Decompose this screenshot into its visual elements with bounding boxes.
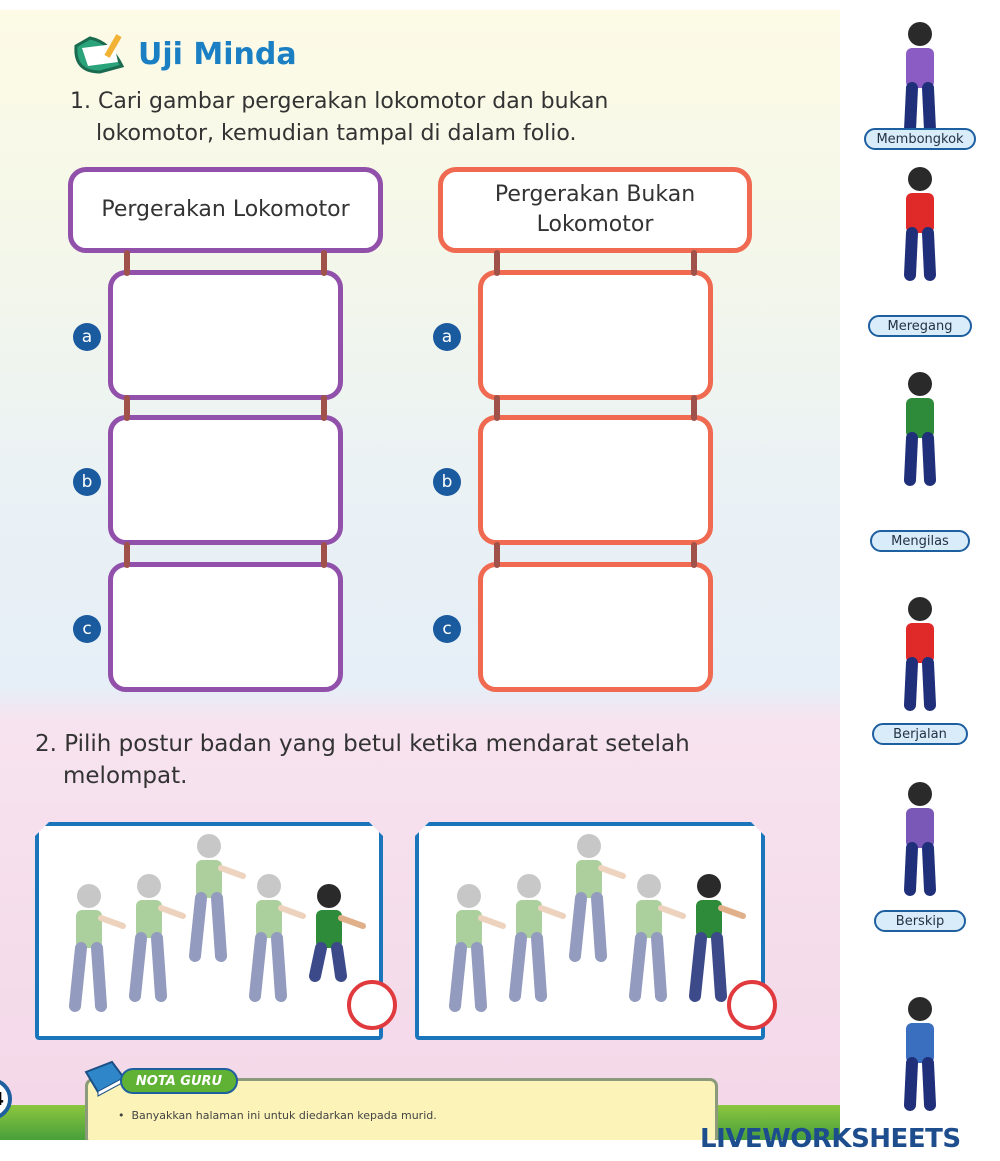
q1-line1: 1. Cari gambar pergerakan lokomotor dan …: [70, 89, 609, 114]
ring-connector: [494, 395, 500, 421]
notebook-pencil-icon: [74, 34, 125, 74]
child-figure: [515, 874, 563, 996]
child-figure: [195, 834, 243, 956]
question-1: 1. Cari gambar pergerakan lokomotor dan …: [70, 86, 608, 150]
ring-connector: [691, 542, 697, 568]
movement-label: Membongkok: [864, 128, 976, 150]
paste-frame-c[interactable]: [478, 562, 713, 692]
letter-c: c: [73, 615, 101, 643]
ring-connector: [124, 542, 130, 568]
liveworksheets-logo: LIVEWORKSHEETS: [700, 1124, 961, 1154]
paste-frame-b[interactable]: [108, 415, 343, 545]
letter-b: b: [433, 468, 461, 496]
answer-circle-2[interactable]: [727, 980, 777, 1030]
nota-guru-badge: NOTA GURU: [120, 1068, 238, 1094]
q1-line2: lokomotor, kemudian tampal di dalam foli…: [96, 121, 577, 146]
child-figure: [315, 884, 363, 976]
paste-frame-a[interactable]: [478, 270, 713, 400]
title-text: Uji Minda: [138, 36, 297, 72]
ring-connector: [494, 542, 500, 568]
letter-b: b: [73, 468, 101, 496]
label-bukan-lokomotor: Pergerakan Bukan Lokomotor: [438, 167, 752, 253]
jump-sequence-stand-image: [419, 826, 759, 1036]
ring-connector: [321, 395, 327, 421]
paste-frame-b[interactable]: [478, 415, 713, 545]
letter-c: c: [433, 615, 461, 643]
child-figure: [255, 874, 303, 996]
ring-connector: [494, 250, 500, 276]
ring-connector: [691, 395, 697, 421]
movement-label: Meregang: [868, 315, 972, 337]
landing-option-2: [415, 822, 765, 1040]
movement-image[interactable]: [840, 370, 1000, 490]
ring-connector: [321, 250, 327, 276]
child-figure: [75, 884, 123, 1006]
movement-label: Mengilas: [870, 530, 970, 552]
ring-connector: [124, 395, 130, 421]
movement-image[interactable]: [840, 165, 1000, 285]
movement-image[interactable]: [840, 780, 1000, 900]
teacher-note-body: Banyakkan halaman ini untuk diedarkan ke…: [131, 1109, 437, 1122]
child-figure: [635, 874, 683, 996]
ring-connector: [691, 250, 697, 276]
logo-text: LIVEWORKSHEETS: [700, 1124, 961, 1154]
movement-image[interactable]: [840, 995, 1000, 1115]
jump-sequence-crouch-image: [39, 826, 379, 1036]
landing-option-1: [35, 822, 383, 1040]
child-figure: [455, 884, 503, 1006]
movement-label: Berskip: [874, 910, 966, 932]
movement-label: Berjalan: [872, 723, 968, 745]
book-icon: [84, 1060, 126, 1097]
worksheet-page: Uji Minda 1. Cari gambar pergerakan loko…: [0, 10, 840, 1140]
section-title: Uji Minda: [70, 32, 297, 76]
q2-line1: 2. Pilih postur badan yang betul ketika …: [35, 731, 690, 757]
label-lokomotor: Pergerakan Lokomotor: [68, 167, 383, 253]
paste-frame-a[interactable]: [108, 270, 343, 400]
ring-connector: [124, 250, 130, 276]
answer-circle-1[interactable]: [347, 980, 397, 1030]
child-figure: [575, 834, 623, 956]
movement-image[interactable]: [840, 595, 1000, 715]
question-2: 2. Pilih postur badan yang betul ketika …: [35, 728, 690, 792]
movement-image[interactable]: [840, 20, 1000, 140]
letter-a: a: [73, 323, 101, 351]
q2-line2: melompat.: [63, 763, 188, 789]
child-figure: [135, 874, 183, 996]
ring-connector: [321, 542, 327, 568]
child-figure: [695, 874, 743, 996]
paste-frame-c[interactable]: [108, 562, 343, 692]
teacher-note-text: • Banyakkan halaman ini untuk diedarkan …: [118, 1109, 437, 1122]
letter-a: a: [433, 323, 461, 351]
